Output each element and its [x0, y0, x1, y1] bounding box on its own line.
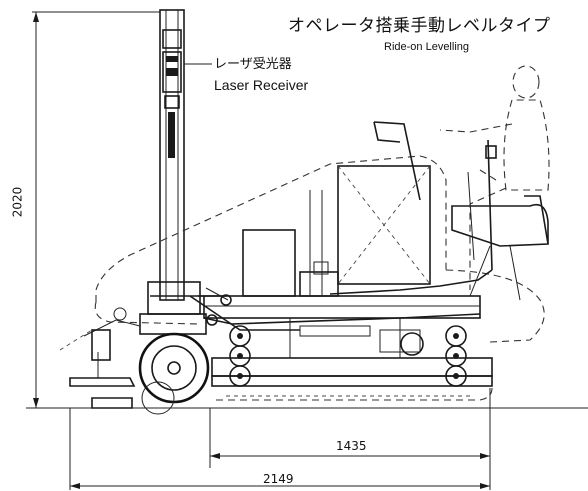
chassis-frame: [203, 295, 493, 387]
laser-receiver-mast: [159, 9, 212, 301]
hydraulic-linkage: [203, 287, 481, 326]
steering-console: [329, 121, 497, 295]
overall-length-dimension-label: 2149: [263, 472, 294, 486]
receiver-label-japanese: レーザ受光器: [214, 57, 292, 72]
height-dimension-label: 2020: [10, 186, 25, 218]
overall-length-dimension: [69, 408, 490, 490]
front-attachment: [59, 307, 141, 409]
receiver-label-english: Laser Receiver: [214, 77, 309, 93]
rear-wheel-right: [400, 325, 467, 387]
drawing-title-japanese: オペレータ搭乗手動レベルタイプ: [288, 16, 551, 36]
front-wheel: [138, 332, 210, 415]
rear-wheel-left: [229, 325, 251, 387]
operator-figure: [439, 65, 550, 290]
drawing-title-english: Ride-on Levelling: [384, 41, 469, 53]
operator-seat: [451, 195, 549, 301]
height-dimension: [32, 11, 160, 409]
wheelbase-dimension-label: 1435: [336, 439, 367, 453]
control-boxes: [242, 165, 431, 297]
front-frame: [139, 281, 300, 335]
body-outline: [94, 155, 545, 401]
wheelbase-dimension: [209, 388, 491, 490]
